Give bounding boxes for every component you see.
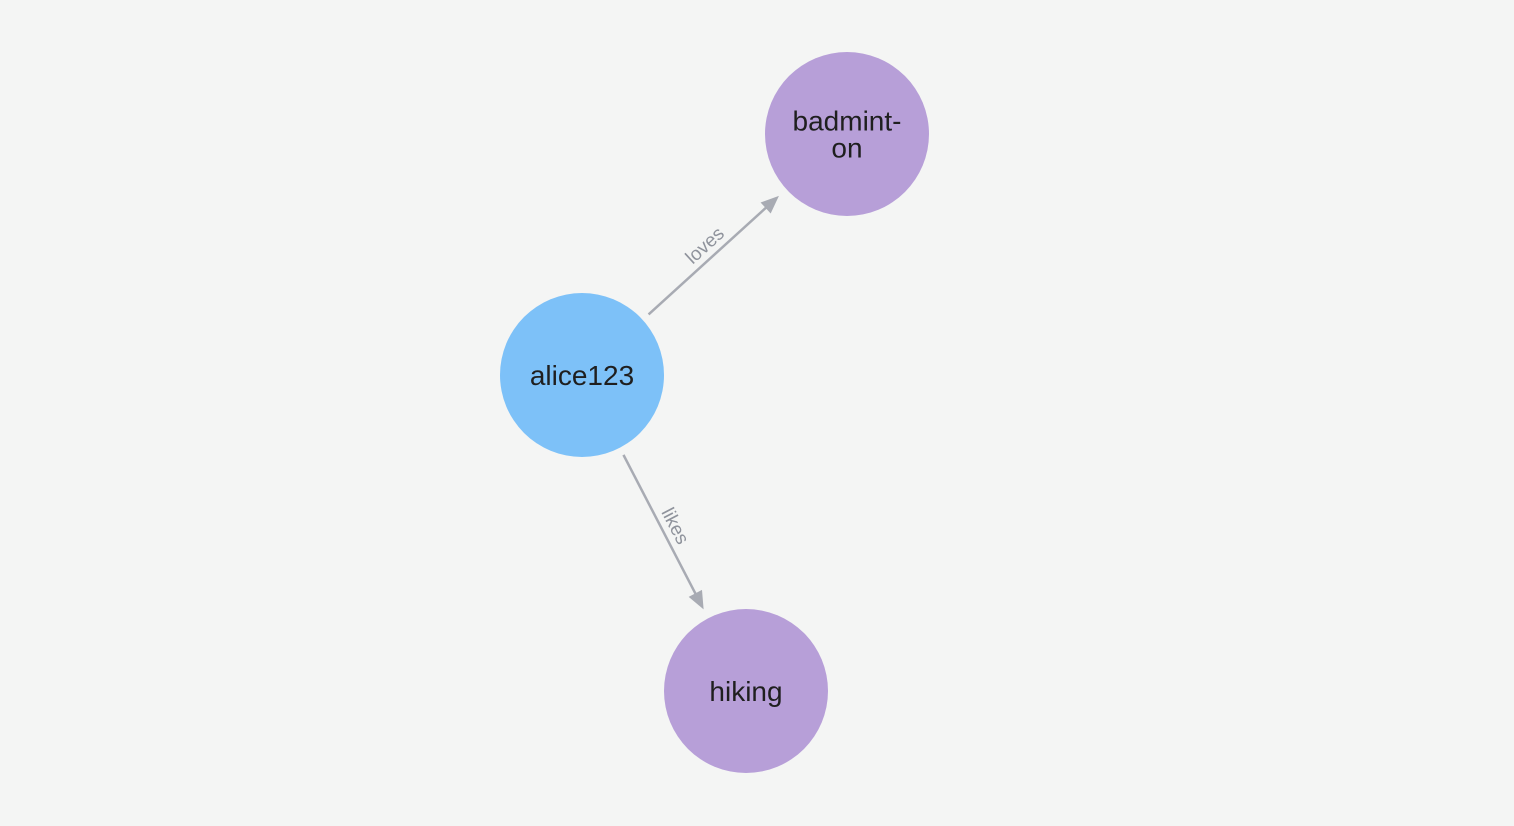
node-circle-interest[interactable] — [664, 609, 828, 773]
edge-line[interactable] — [647, 204, 770, 316]
node-layer: alice123 badmint-on hiking — [500, 52, 929, 773]
node-label: badmint-on — [793, 105, 902, 163]
edge-label: likes — [657, 505, 693, 548]
node-badminton[interactable]: badmint-on — [765, 52, 929, 216]
edge-alice123-likes-hiking[interactable]: likes — [622, 454, 704, 610]
edge-alice123-loves-badminton[interactable]: loves — [647, 195, 779, 316]
node-alice123[interactable]: alice123 — [500, 293, 664, 457]
arrowhead-icon — [688, 589, 704, 610]
edge-line[interactable] — [622, 454, 699, 598]
arrowhead-icon — [760, 195, 779, 214]
node-circle-user[interactable] — [500, 293, 664, 457]
node-label: hiking — [709, 676, 782, 707]
node-label: alice123 — [530, 360, 634, 391]
node-hiking[interactable]: hiking — [664, 609, 828, 773]
node-circle-interest[interactable] — [765, 52, 929, 216]
